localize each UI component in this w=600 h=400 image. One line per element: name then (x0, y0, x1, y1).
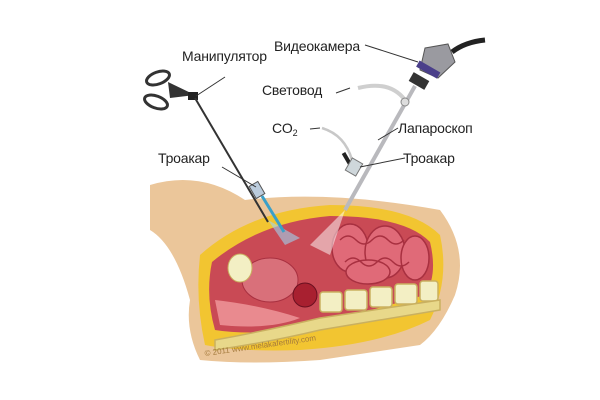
co2-tube (321, 126, 354, 161)
label-manipulator: Манипулятор (182, 48, 267, 64)
pelvic-organs (215, 253, 318, 327)
label-camera: Видеокамера (274, 38, 360, 54)
camera-band (416, 60, 441, 79)
manipulator-instrument (143, 69, 286, 233)
intestines (331, 223, 430, 285)
label-trocar-left: Троакар (158, 150, 210, 166)
body-cross-section (150, 180, 460, 363)
camera-cable (450, 37, 486, 55)
light-cone-left (268, 220, 300, 245)
light-cone (310, 210, 345, 255)
label-co2: CO2 (272, 120, 298, 138)
leader-lines (195, 44, 419, 188)
label-light-guide: Световод (262, 82, 323, 98)
label-laparoscope: Лапароскоп (398, 120, 473, 136)
co2-text: CO (272, 120, 293, 136)
laparoscope-instrument (321, 37, 486, 211)
label-trocar-right: Троакар (403, 150, 455, 166)
light-guide (357, 83, 407, 102)
spine (214, 280, 441, 351)
co2-subscript: 2 (292, 128, 298, 138)
